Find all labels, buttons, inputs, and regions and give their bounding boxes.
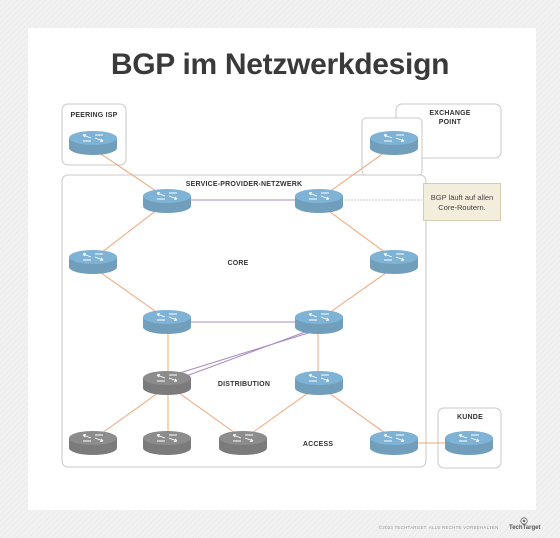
link-core4-core6 (321, 269, 391, 319)
router-access-3-icon (219, 431, 267, 455)
bgp-note-line2: Core-Routern. (438, 203, 486, 212)
link-core6-dist1 (169, 329, 319, 377)
link-dist2-acc4 (321, 387, 393, 439)
router-kunde-icon (445, 431, 493, 455)
service-provider-box (61, 174, 427, 468)
peering-isp-label: PEERING ISP (70, 112, 118, 119)
router-core-1-icon (143, 189, 191, 213)
access-label: ACCESS (302, 441, 334, 448)
link-core2-core4 (321, 205, 391, 257)
bgp-note-line1: BGP läuft auf allen (430, 193, 494, 202)
router-core-5-icon (143, 310, 191, 334)
core-label: CORE (227, 260, 249, 267)
link-dist1-acc3 (171, 387, 243, 439)
router-access-4-icon (370, 431, 418, 455)
link-dist1-acc1 (94, 387, 166, 439)
exchange-point-label-line1: EXCHANGE (429, 110, 471, 117)
router-access-1-icon (69, 431, 117, 455)
distribution-label: DISTRIBUTION (217, 381, 271, 388)
link-dist1-dist2 (169, 327, 317, 383)
techtarget-logo-icon (520, 517, 528, 525)
link-peering-core1 (94, 149, 166, 198)
link-dist2-acc3 (244, 387, 316, 439)
router-exchange-point-icon (370, 131, 418, 155)
router-core-3-icon (69, 250, 117, 274)
link-core3-core5 (96, 269, 166, 319)
router-peering-isp-icon (69, 131, 117, 155)
page-title: BGP im Netzwerkdesign (110, 48, 450, 81)
router-core-2-icon (295, 189, 343, 213)
router-core-6-icon (295, 310, 343, 334)
copyright-footer: ©2023 TECHTARGET. ALLE RECHTE VORBEHALTE… (378, 525, 500, 530)
router-access-2-icon (143, 431, 191, 455)
router-distribution-1-icon (143, 371, 191, 395)
kunde-label: KUNDE (457, 414, 483, 421)
exchange-point-label-line2: POINT (438, 119, 462, 126)
exchange-point-label: EXCHANGE POINT (420, 109, 480, 127)
router-distribution-2-icon (295, 371, 343, 395)
techtarget-brand: TechTarget (509, 525, 541, 531)
bgp-note: BGP läuft auf allen Core-Routern. (423, 183, 501, 221)
link-core1-core3 (96, 205, 163, 257)
router-core-4-icon (370, 250, 418, 274)
service-provider-label: SERVICE-PROVIDER-NETZWERK (185, 181, 303, 188)
